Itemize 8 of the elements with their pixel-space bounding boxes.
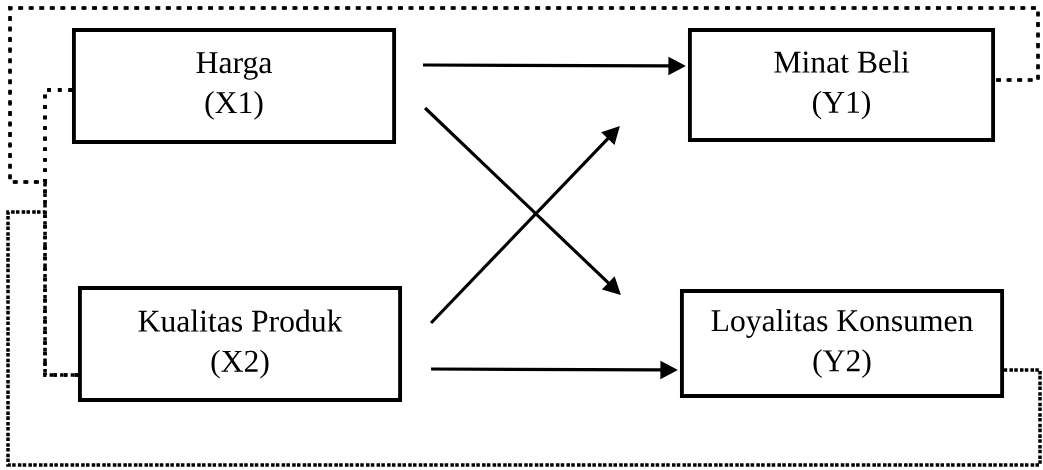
variable-box: Minat Beli (Y1): [687, 28, 996, 142]
arrow: [429, 126, 620, 325]
variable-box: Loyalitas Konsumen (Y2): [680, 289, 1005, 398]
variable-box: Harga (X1): [72, 28, 397, 144]
connector-line: [8, 6, 1040, 184]
variable-box: Kualitas Produk (X2): [78, 286, 403, 402]
connector-line: [6, 210, 1042, 467]
connector-line: [6, 88, 1042, 467]
